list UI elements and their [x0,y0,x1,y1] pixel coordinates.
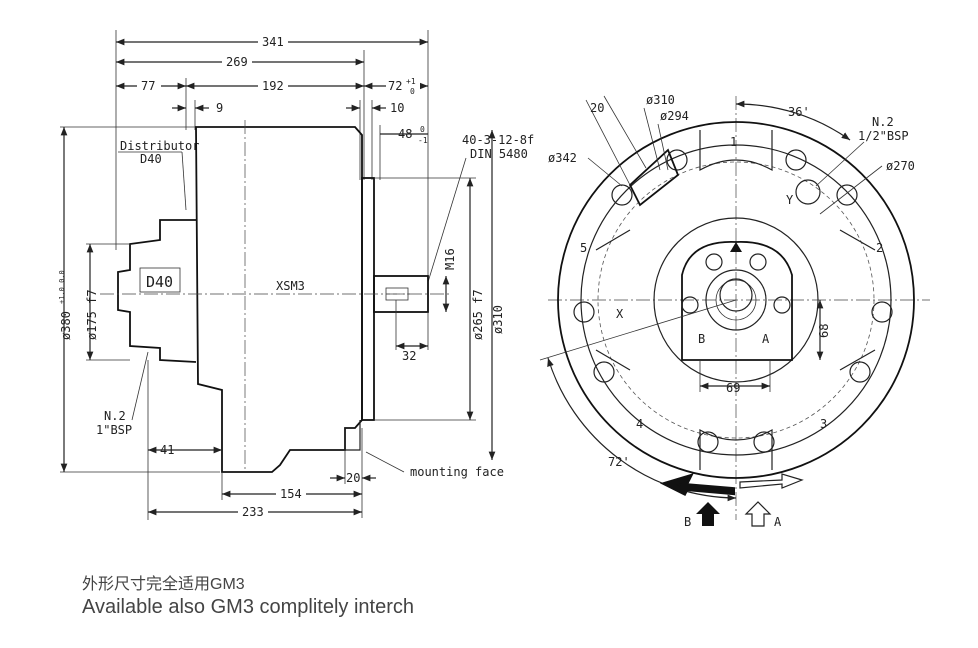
front-port-count: N.2 [872,115,894,129]
dim-154: 154 [280,487,302,501]
direction-b-icon [696,502,720,526]
dim-233: 233 [242,505,264,519]
body-d40: D40 [146,273,173,291]
dim-9: 9 [216,101,223,115]
dim-192: 192 [262,79,284,93]
rotation-arrow-b [659,473,735,497]
front-angle-36: 36' [788,105,810,119]
dim-72: 72 [388,79,402,93]
distributor-size: D40 [140,152,162,166]
section-1: 1 [730,135,737,149]
direction-a-label: A [774,515,782,529]
dim-48: 48 [398,127,412,141]
front-port-size: 1/2"BSP [858,129,909,143]
front-view: B A X Y 1 2 3 4 5 ø310 ø294 20 ø342 36' … [539,93,930,529]
spline-spec: 40-3-12-8f [462,133,534,147]
distributor-body [117,219,197,363]
port-b-label: B [698,332,705,346]
dim-175: ø175 f7 [85,289,99,340]
dim-72-tol-low: 0 [410,87,415,96]
distributor-label: Distributor [120,139,199,153]
front-dim-69: 69 [726,381,740,395]
mounting-face-label: mounting face [410,465,504,479]
dim-32: 32 [402,349,416,363]
section-3: 3 [820,417,827,431]
port-y-label: Y [786,193,794,207]
front-dim-294: ø294 [660,109,689,123]
section-5: 5 [580,241,587,255]
mounting-flange [361,177,375,421]
rotation-arrow-a [739,473,804,489]
front-dim-310: ø310 [646,93,675,107]
caption-english: Available also GM3 complitely interch [82,596,415,618]
front-dim-68: 68 [817,324,831,338]
dim-380: ø380 [59,311,73,340]
front-angle-72: 72' [608,455,630,469]
dim-310: ø310 [491,305,505,334]
dim-269: 269 [226,55,248,69]
dim-341: 341 [262,35,284,49]
front-dim-270: ø270 [886,159,915,173]
dim-10: 10 [390,101,404,115]
port-size: 1"BSP [96,423,132,437]
dim-41: 41 [160,443,174,457]
port-a-label: A [762,332,770,346]
section-4: 4 [636,417,643,431]
dim-265: ø265 f7 [471,289,485,340]
dim-77: 77 [141,79,155,93]
dim-48-tol-low: -1 [418,136,428,145]
direction-b-label: B [684,515,691,529]
motor-body [195,126,363,473]
spline-standard: DIN 5480 [470,147,528,161]
front-dim-20: 20 [590,101,604,115]
technical-drawing: 341 269 77 192 72 +1 0 9 10 48 0 -1 40-3… [58,30,930,529]
model-label: XSM3 [276,279,305,293]
dim-20: 20 [346,471,360,485]
direction-a-icon [744,501,772,527]
section-2: 2 [876,241,883,255]
dim-380-tol: +1.0 0.0 [58,270,66,304]
port-x-label: X [616,307,624,321]
front-dim-342: ø342 [548,151,577,165]
dim-48-tol-up: 0 [420,125,425,134]
side-view: 341 269 77 192 72 +1 0 9 10 48 0 -1 40-3… [58,30,534,520]
port-count: N.2 [104,409,126,423]
caption-chinese: 外形尺寸完全适用GM3 [82,576,245,593]
dim-m16: M16 [443,248,457,270]
valve-block [681,241,793,361]
dim-72-tol-up: +1 [406,77,416,86]
